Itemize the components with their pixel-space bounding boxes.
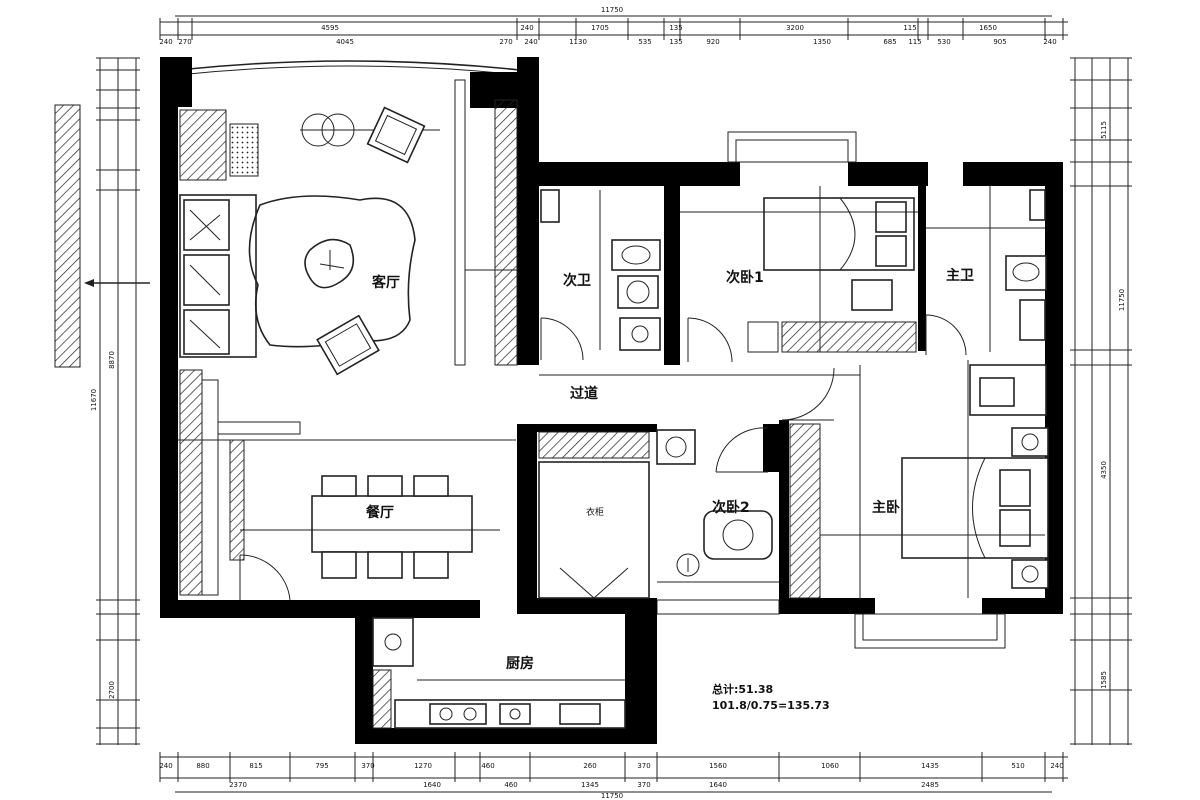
dim-top-inner: 115 [908,38,921,46]
dim-bottom-inner: 1270 [414,762,432,770]
dim-bottom-outer: 370 [637,781,650,789]
dim-right: 1585 [1100,671,1108,689]
dim-bottom-outer: 2485 [921,781,939,789]
master-bath [925,186,1047,356]
dim-total-top: 11750 [601,6,623,14]
dim-right: 4350 [1100,461,1108,479]
dim-top-inner: 4045 [336,38,354,46]
dim-bottom-inner: 1560 [709,762,727,770]
dim-top-outer: 4595 [321,24,339,32]
kitchen [372,617,626,729]
dim-bottom-inner: 240 [1050,762,1063,770]
room-label-second-bath: 次卫 [563,272,591,289]
dim-bottom-inner: 460 [481,762,494,770]
dim-left: 8870 [108,351,116,369]
exterior-wall-marker [54,104,150,368]
dimension-labels: 11750 11750 4595 240 1705 135 3200 115 1… [90,6,1126,800]
room-label-dining: 餐厅 [365,504,394,521]
dim-bottom-outer: 1640 [709,781,727,789]
dim-bottom-outer: 1345 [581,781,599,789]
dim-top-inner: 920 [706,38,719,46]
area-summary: 总计:51.38 101.8/0.75=135.73 [712,682,830,712]
dim-bottom-inner: 880 [196,762,209,770]
master-bedroom [789,360,1049,599]
dim-bottom-inner: 370 [361,762,374,770]
room-label-master-bed: 主卧 [872,499,900,516]
dim-top-inner: 685 [883,38,896,46]
second-bath [540,189,661,361]
room-label-master-bath: 主卫 [946,267,974,284]
dim-top-inner: 905 [993,38,1006,46]
dim-top-outer: 135 [669,24,682,32]
dimension-lines [96,15,1132,793]
dim-top-inner: 1350 [813,38,831,46]
second-bedroom-1 [680,186,918,363]
dim-bottom-inner: 260 [583,762,596,770]
dim-top-inner: 535 [638,38,651,46]
dim-left: 2700 [108,681,116,699]
dim-top-outer: 1705 [591,24,609,32]
dining-room [179,369,500,601]
dim-bottom-outer: 460 [504,781,517,789]
dim-total-bottom: 11750 [601,792,623,800]
dim-bottom-inner: 795 [315,762,328,770]
room-label-kitchen: 厨房 [506,655,534,672]
dim-bottom-inner: 240 [159,762,172,770]
living-room [178,79,518,441]
summary-formula: 101.8/0.75=135.73 [712,699,830,712]
dim-top-outer: 1650 [979,24,997,32]
dim-top-inner: 1130 [569,38,587,46]
wardrobe-label: 衣柜 [586,506,604,518]
room-labels: 客厅 餐厅 厨房 过道 次卫 主卫 次卧1 次卧2 主卧 衣柜 [365,267,974,672]
corridor [539,365,861,600]
room-label-corridor: 过道 [570,385,598,402]
second-bedroom-2 [538,427,779,599]
dim-right: 11750 [1118,289,1126,311]
dim-top-inner: 270 [178,38,191,46]
room-label-second-bed-2: 次卧2 [712,499,750,516]
dim-bottom-inner: 510 [1011,762,1024,770]
dim-bottom-outer: 1640 [423,781,441,789]
dim-left: 11670 [90,389,98,411]
dim-top-inner: 240 [159,38,172,46]
dim-top-outer: 240 [520,24,533,32]
dim-top-inner: 240 [524,38,537,46]
dim-bottom-inner: 370 [637,762,650,770]
dim-top-outer: 115 [903,24,916,32]
dim-bottom-inner: 815 [249,762,262,770]
dim-top-inner: 530 [937,38,950,46]
dim-bottom-outer: 2370 [229,781,247,789]
dim-bottom-inner: 1060 [821,762,839,770]
dim-top-inner: 240 [1043,38,1056,46]
summary-total: 总计:51.38 [712,682,773,696]
walls [160,57,1063,744]
dim-bottom-inner: 1435 [921,762,939,770]
dim-top-inner: 135 [669,38,682,46]
dim-right: 5115 [1100,121,1108,139]
room-label-living: 客厅 [371,274,400,291]
dim-top-inner: 270 [499,38,512,46]
room-label-second-bed-1: 次卧1 [726,269,764,286]
dim-top-outer: 3200 [786,24,804,32]
